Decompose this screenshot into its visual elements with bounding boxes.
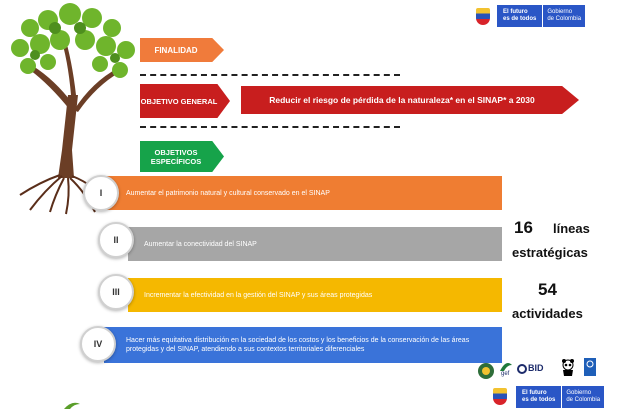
objective-bar-3: Incrementar la efectividad en la gestión… xyxy=(128,278,502,312)
objetivo-general-arrow: OBJETIVO GENERAL xyxy=(140,84,230,118)
bid-logo-text: BID xyxy=(528,363,544,373)
objective-text-3: Incrementar la efectividad en la gestión… xyxy=(144,291,373,299)
divider-top xyxy=(140,74,400,76)
gov-line1: Gobierno xyxy=(547,9,573,15)
actividades-count: 54 xyxy=(538,280,557,299)
undp-logo-icon xyxy=(584,358,596,376)
objective-bar-2: Aumentar la conectividad del SINAP xyxy=(128,227,502,261)
finalidad-arrow: FINALIDAD xyxy=(140,38,224,62)
objective-bar-4: Hacer más equitativa distribución en la … xyxy=(104,327,502,363)
objetivos-especificos-arrow: OBJETIVOS ESPECÍFICOS xyxy=(140,141,224,172)
objective-numeral-1: I xyxy=(83,175,119,211)
objective-text-4: Hacer más equitativa distribución en la … xyxy=(126,337,470,353)
tagline-line1: El futuro xyxy=(503,9,528,15)
actividades-word: actividades xyxy=(512,306,583,321)
objective-bar-1: Aumentar el patrimonio natural y cultura… xyxy=(104,176,502,210)
objective-numeral-3: III xyxy=(98,274,134,310)
partner-logo-1-icon xyxy=(478,363,494,379)
tree-illustration xyxy=(11,3,135,215)
colombia-coat-of-arms-icon xyxy=(476,8,490,25)
lineas-word2: estratégicas xyxy=(512,245,588,260)
objetivo-general-text-arrow: Reducir el riesgo de pérdida de la natur… xyxy=(241,86,579,114)
divider-bottom xyxy=(140,126,400,128)
lineas-count: 16 xyxy=(514,218,533,237)
colombia-coat-of-arms-icon-bottom xyxy=(493,388,507,405)
wwf-panda-icon xyxy=(562,359,574,376)
plant-decoration xyxy=(64,402,80,409)
tagline-line2: es de todos xyxy=(503,16,537,22)
objective-text-2: Aumentar la conectividad del SINAP xyxy=(144,240,257,248)
gov-line2: de Colombia xyxy=(547,16,582,22)
bid-logo-icon xyxy=(517,364,527,374)
objective-numeral-2: II xyxy=(98,222,134,258)
footer-gov-line2: de Colombia xyxy=(566,397,601,403)
footer-tagline-line2: es de todos xyxy=(522,397,556,403)
lineas-word: líneas xyxy=(553,221,590,236)
gef-logo-icon xyxy=(500,363,512,371)
objective-numeral-4: IV xyxy=(80,326,116,362)
footer-tagline-line1: El futuro xyxy=(522,390,547,396)
footer-gov-line1: Gobierno xyxy=(566,390,592,396)
objective-text-1: Aumentar el patrimonio natural y cultura… xyxy=(126,189,330,197)
gef-logo-text: gef xyxy=(501,371,510,377)
